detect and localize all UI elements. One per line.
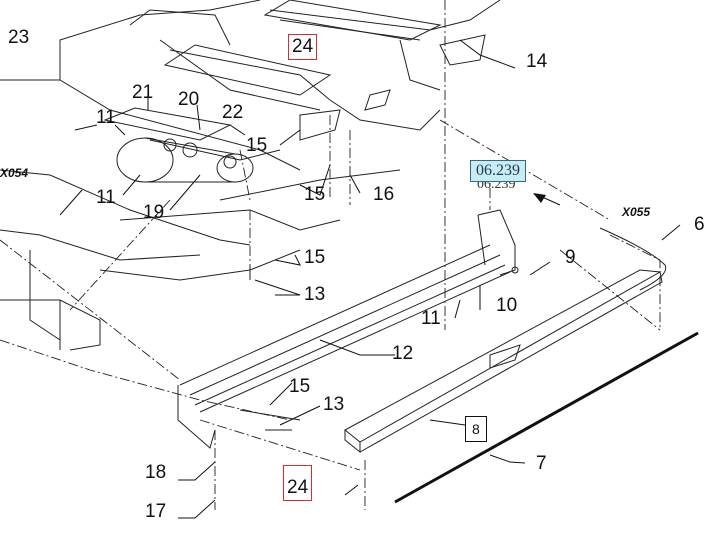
callout-16: 16 [373,184,395,205]
callout-14: 14 [526,51,548,72]
callout-13-upper: 13 [304,284,326,305]
callout-10: 10 [496,295,518,316]
callout-15-upper: 15 [246,135,268,156]
callout-15-mid: 15 [304,184,326,205]
callout-6: 6 [694,214,705,235]
callout-7: 7 [536,453,547,474]
callout-20: 20 [178,89,200,110]
callout-11-top: 11 [96,107,116,128]
callout-21: 21 [132,82,154,103]
callout-24-highlighted: 24 [288,34,318,60]
callout-15-bottom: 15 [289,376,311,397]
reference-link-06-239[interactable]: 06.239 [470,160,526,182]
callout-13-lower: 13 [323,394,345,415]
callout-18: 18 [145,462,167,483]
connector-tag-x055: X055 [622,205,651,219]
callout-11-middle: 11 [96,187,116,208]
callout-19: 19 [143,202,165,223]
callout-9: 9 [565,247,576,268]
connector-tag-x054: X054 [0,166,29,180]
callout-15-lower: 15 [304,247,326,268]
callout-23: 23 [8,27,30,48]
callout-11-lower: 11 [421,308,441,329]
callout-22: 22 [222,102,244,123]
callout-12: 12 [392,343,414,364]
callout-8-boxed: 8 [465,416,487,442]
callout-17: 17 [145,501,167,522]
callout-24-highlighted-bottom: 24 [283,465,313,501]
